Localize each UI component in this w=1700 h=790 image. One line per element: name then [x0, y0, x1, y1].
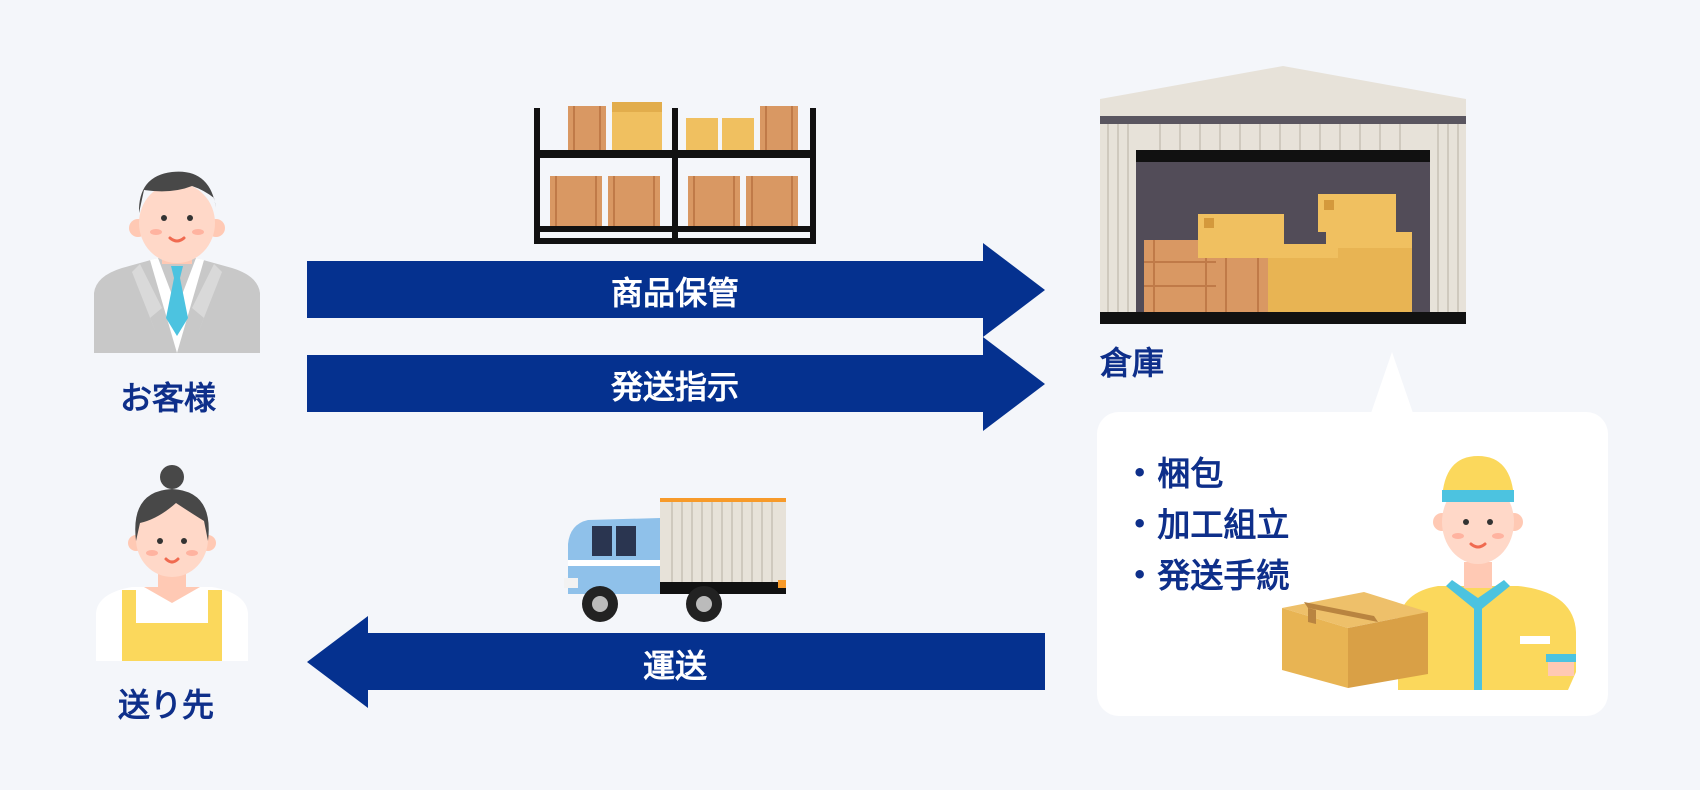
warehouse-label: 倉庫: [1100, 344, 1165, 382]
customer-avatar-icon: [94, 171, 260, 353]
task-item: •加工組立: [1132, 505, 1290, 544]
transport-arrow-shape: [307, 616, 1045, 708]
transport-arrow-label: 運送: [642, 647, 707, 685]
shelf-icon: [534, 102, 816, 244]
shipping-instruction-arrow-label: 発送指示: [610, 368, 739, 406]
task-item: •梱包: [1132, 454, 1224, 493]
warehouse-icon: [1100, 66, 1466, 324]
task-item: •発送手続: [1132, 556, 1290, 595]
warehouse-task-list: •梱包 •加工組立 •発送手続: [1132, 448, 1289, 601]
task-item-label: 梱包: [1157, 454, 1224, 493]
worker-icon: [1282, 456, 1576, 690]
truck-icon: [564, 498, 786, 622]
recipient-avatar-icon: [96, 465, 248, 661]
customer-label: お客様: [120, 379, 217, 417]
storage-arrow-shape: [307, 243, 1045, 337]
task-item-label: 加工組立: [1157, 505, 1290, 544]
shipping-instruction-arrow-shape: [307, 337, 1045, 431]
task-item-label: 発送手続: [1157, 556, 1290, 595]
speech-bubble-tail: [1370, 352, 1414, 416]
recipient-label: 送り先: [118, 686, 215, 724]
storage-arrow-label: 商品保管: [610, 274, 739, 312]
